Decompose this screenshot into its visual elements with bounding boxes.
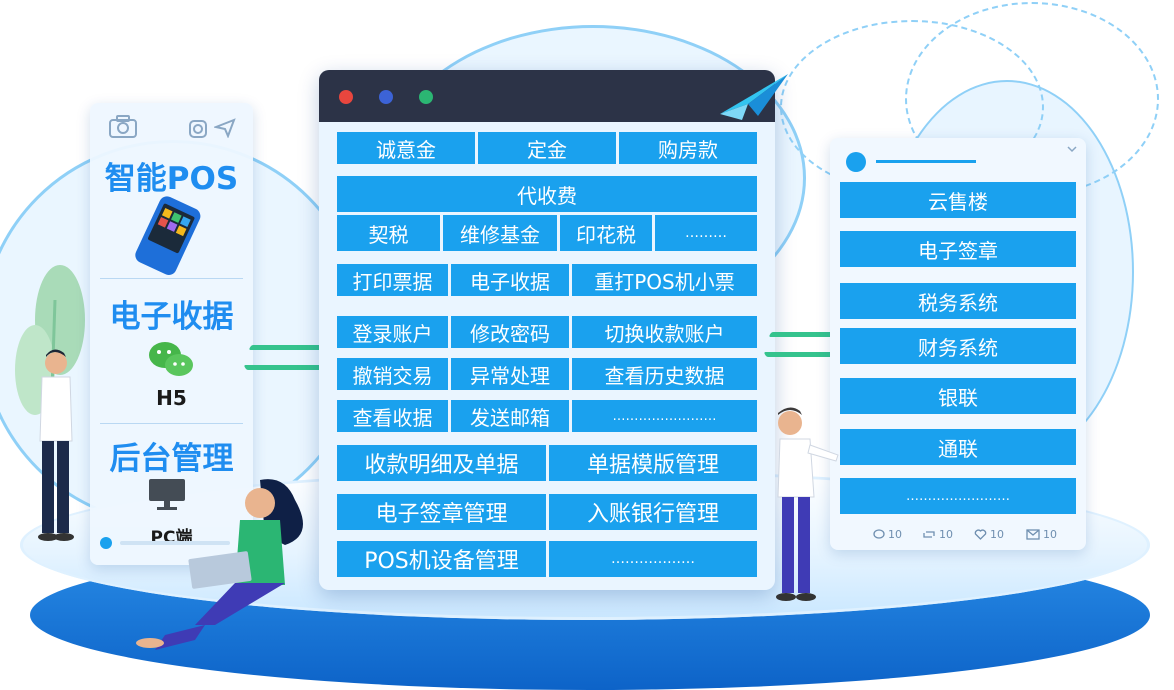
right-panel: 云售楼 电子签章 税务系统 财务系统 银联 通联 ……………………	[830, 138, 1086, 550]
person-sitting-laptop	[136, 479, 303, 650]
status-dot	[100, 537, 112, 549]
cell-exception-handling[interactable]: 异常处理	[451, 358, 569, 390]
maximize-dot[interactable]	[419, 90, 433, 104]
cell-template-management[interactable]: 单据模版管理	[549, 445, 757, 481]
divider	[100, 278, 243, 279]
cell-send-email[interactable]: 发送邮箱	[451, 400, 569, 432]
item-allinpay[interactable]: 通联	[840, 429, 1076, 465]
send-icon[interactable]	[214, 118, 236, 138]
divider	[100, 423, 243, 424]
cell-stamp-tax[interactable]: 印花税	[560, 215, 652, 251]
photo-icon[interactable]	[188, 119, 208, 139]
cell-house-payment[interactable]: 购房款	[619, 132, 757, 164]
h5-label: H5	[156, 386, 187, 410]
item-cloud-sales[interactable]: 云售楼	[840, 182, 1076, 218]
item-finance-system[interactable]: 财务系统	[840, 328, 1076, 364]
cell-pos-device-management[interactable]: POS机设备管理	[337, 541, 546, 577]
cell-login-account[interactable]: 登录账户	[337, 316, 448, 348]
paper-plane-icon	[720, 74, 788, 120]
cell-more-actions[interactable]: ……………………	[572, 400, 757, 432]
item-tax-system[interactable]: 税务系统	[840, 283, 1076, 319]
cell-collection-fee[interactable]: 代收费	[337, 176, 757, 212]
mail-icon[interactable]	[1026, 529, 1040, 540]
monitor-icon	[149, 479, 185, 510]
cell-more-management[interactable]: ………………	[549, 541, 757, 577]
item-e-signature[interactable]: 电子签章	[840, 231, 1076, 267]
cell-reprint-pos[interactable]: 重打POS机小票	[572, 264, 757, 296]
person-standing-left	[38, 349, 74, 541]
minimize-dot[interactable]	[379, 90, 393, 104]
admin-title: 后台管理	[109, 441, 234, 477]
left-panel: 智能POS 电子收据 H5 后台管理 PC端	[90, 103, 253, 565]
camera-icon[interactable]	[108, 115, 138, 139]
cell-more-taxes[interactable]: ………	[655, 215, 757, 251]
heart-icon[interactable]	[974, 529, 987, 540]
cell-history-data[interactable]: 查看历史数据	[572, 358, 757, 390]
comment-count: 10	[888, 528, 902, 541]
profile-dot	[846, 152, 866, 172]
window-titlebar	[319, 70, 775, 122]
retweet-icon[interactable]	[922, 529, 936, 540]
cell-deposit[interactable]: 定金	[478, 132, 616, 164]
slider-track	[120, 541, 230, 545]
cell-payment-details[interactable]: 收款明细及单据	[337, 445, 546, 481]
cell-deed-tax[interactable]: 契税	[337, 215, 440, 251]
close-dot[interactable]	[339, 90, 353, 104]
chevron-down-icon[interactable]	[1066, 144, 1078, 154]
like-count: 10	[990, 528, 1004, 541]
cell-switch-account[interactable]: 切换收款账户	[572, 316, 757, 348]
cell-earnest-money[interactable]: 诚意金	[337, 132, 475, 164]
item-more[interactable]: ……………………	[840, 478, 1076, 514]
cell-cancel-transaction[interactable]: 撤销交易	[337, 358, 448, 390]
cell-bank-management[interactable]: 入账银行管理	[549, 494, 757, 530]
cell-change-password[interactable]: 修改密码	[451, 316, 569, 348]
sync-arrow-left-bottom	[243, 365, 327, 370]
smart-pos-title: 智能POS	[104, 161, 239, 197]
item-unionpay[interactable]: 银联	[840, 378, 1076, 414]
cell-view-receipt[interactable]: 查看收据	[337, 400, 448, 432]
cell-maintenance-fund[interactable]: 维修基金	[443, 215, 557, 251]
comment-icon[interactable]	[873, 529, 885, 540]
cell-print-ticket[interactable]: 打印票据	[337, 264, 448, 296]
center-window: 诚意金 定金 购房款 代收费 契税 维修基金 印花税 ……… 打印票据 电子收据…	[319, 70, 775, 590]
person-standing-right	[776, 407, 839, 601]
pos-terminal-icon	[135, 196, 201, 275]
header-bar	[876, 160, 976, 163]
wechat-icon	[149, 342, 193, 376]
retweet-count: 10	[939, 528, 953, 541]
cell-e-signature-management[interactable]: 电子签章管理	[337, 494, 546, 530]
mail-count: 10	[1043, 528, 1057, 541]
cell-e-receipt[interactable]: 电子收据	[451, 264, 569, 296]
e-receipt-title: 电子收据	[109, 299, 234, 335]
